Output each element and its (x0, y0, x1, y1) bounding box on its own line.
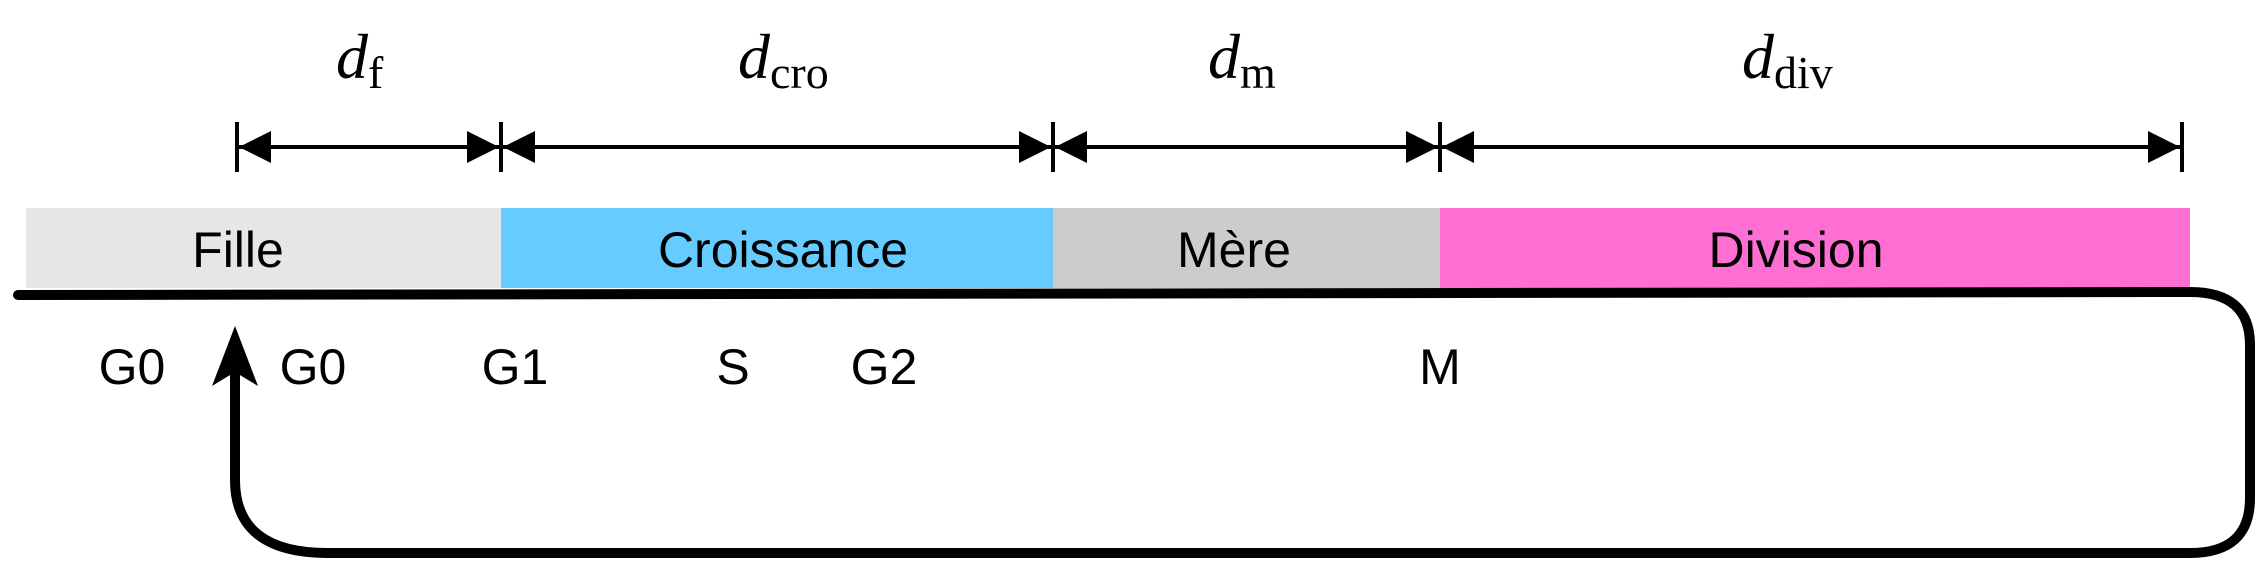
cycle-arrowhead-icon (212, 326, 258, 386)
phase-label-fille: Fille (192, 222, 284, 278)
stage-label-m: M (1419, 339, 1461, 395)
stage-label-g0-left: G0 (99, 339, 166, 395)
phase-bar-mere (1053, 208, 1440, 288)
phase-bar-croissance (501, 208, 1053, 288)
phase-label-division: Division (1708, 222, 1883, 278)
stage-label-g2: G2 (851, 339, 918, 395)
stage-label-g1: G1 (482, 339, 549, 395)
duration-label-df: df (336, 21, 384, 98)
stage-label-g0-right: G0 (280, 339, 347, 395)
cycle-loop-line (13, 287, 2255, 558)
stage-label-s: S (716, 339, 749, 395)
duration-arrows (235, 122, 2184, 172)
phase-bar-division (1440, 208, 2190, 288)
phase-bar-fille (26, 208, 501, 288)
phase-label-croissance: Croissance (658, 222, 908, 278)
duration-label-ddiv: ddiv (1742, 21, 1833, 98)
phase-label-mere: Mère (1177, 222, 1291, 278)
duration-label-dcro: dcro (738, 21, 829, 98)
duration-label-dm: dm (1208, 21, 1276, 98)
